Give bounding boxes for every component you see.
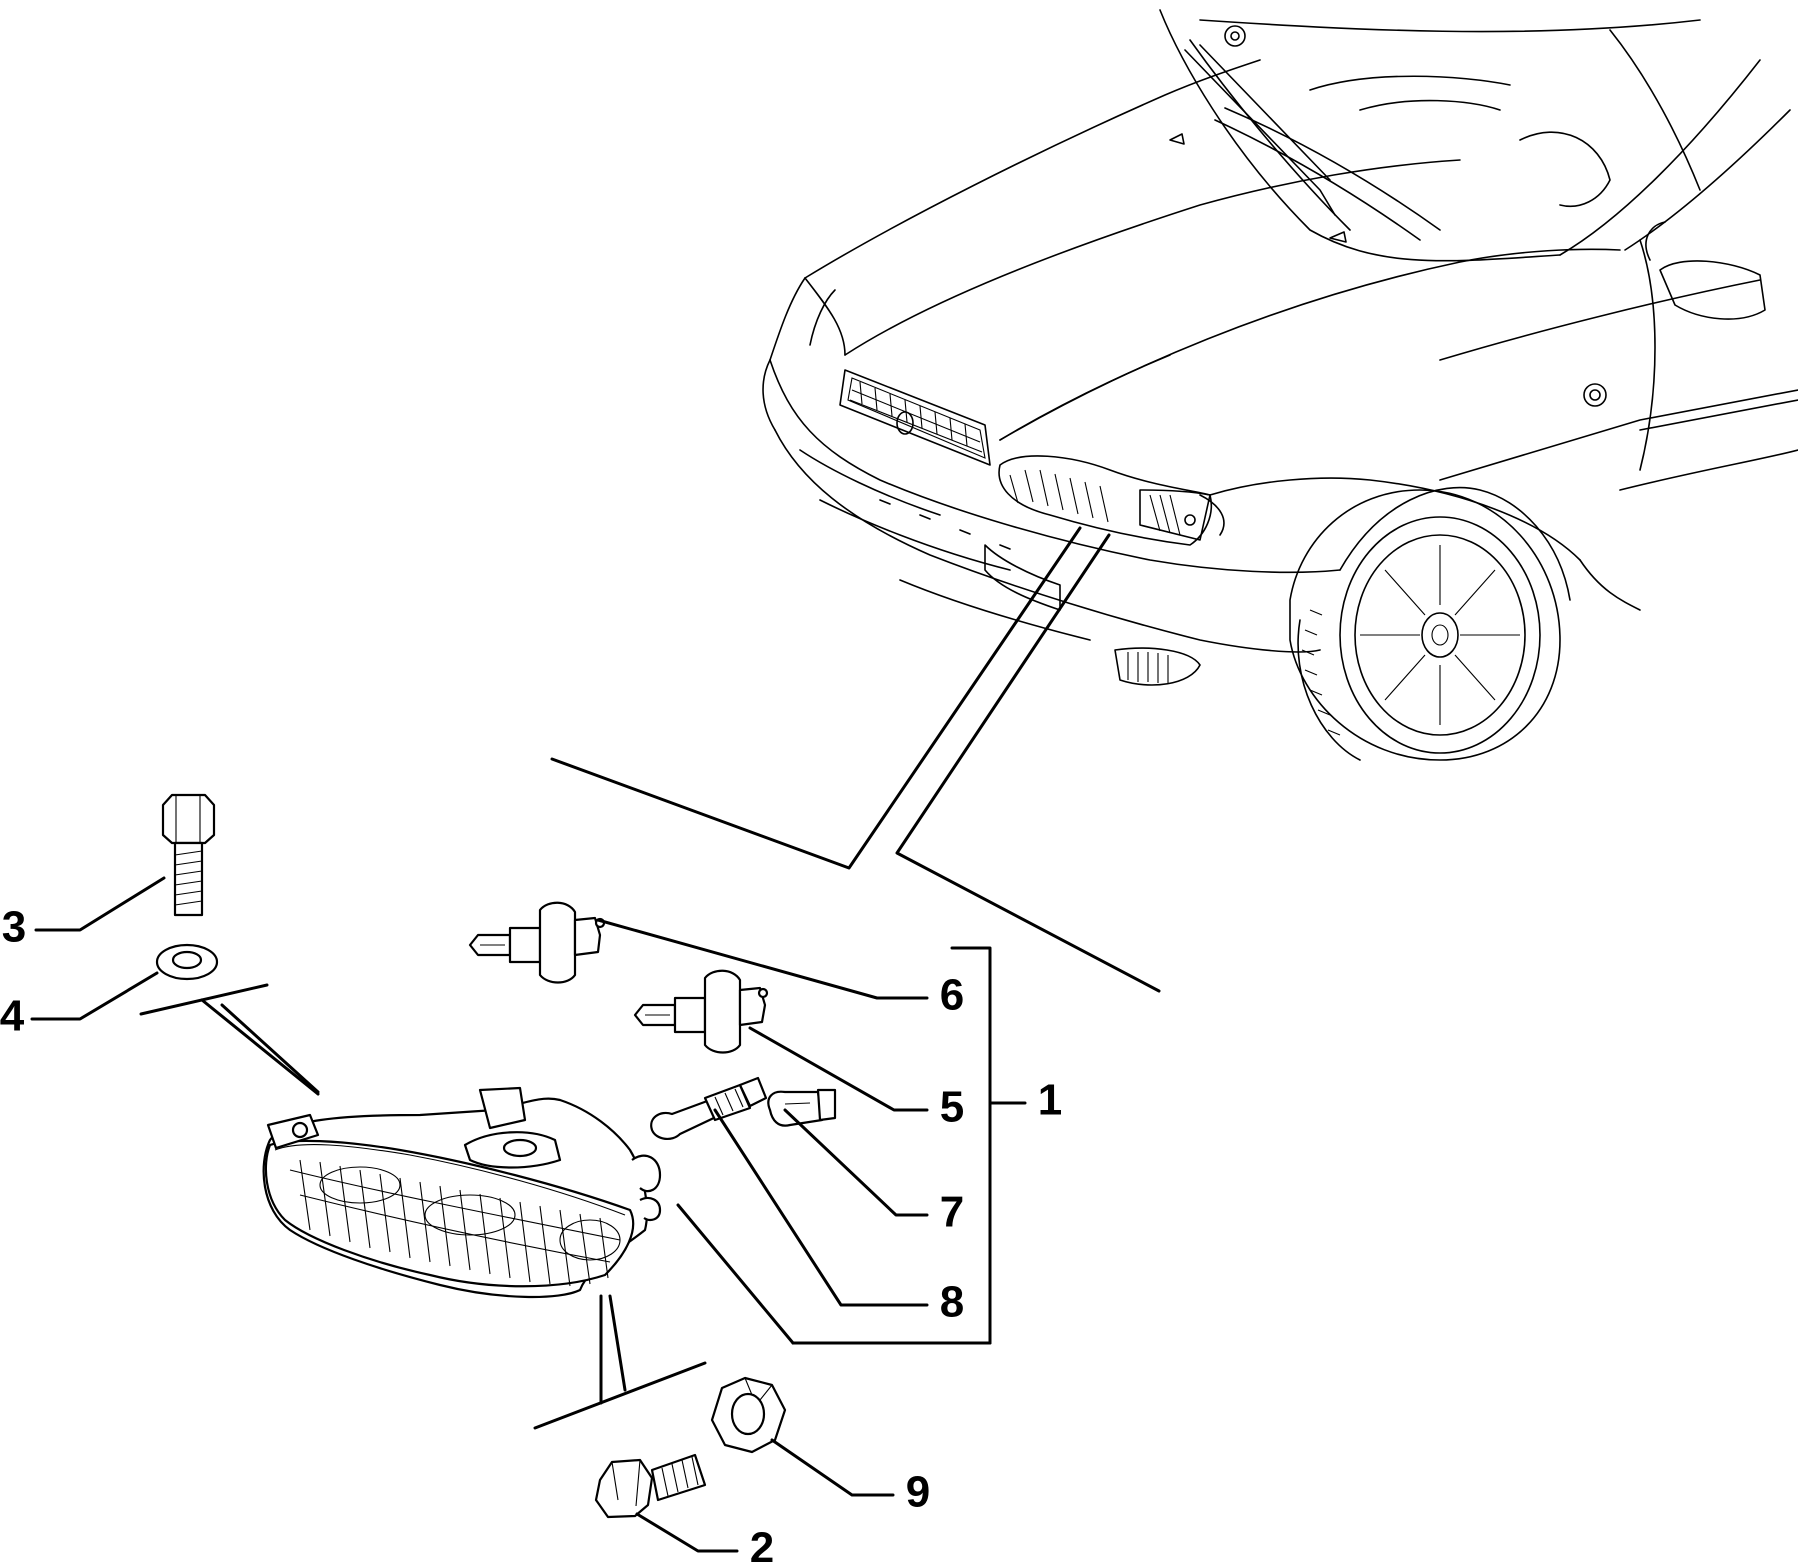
bulb-part-7 bbox=[767, 1088, 837, 1127]
callout-3: 3 bbox=[2, 903, 26, 952]
callout-8: 8 bbox=[940, 1278, 964, 1327]
car-front-illustration bbox=[762, 9, 1798, 761]
bolt-part-3 bbox=[161, 793, 216, 917]
callout-5: 5 bbox=[940, 1083, 964, 1132]
callout-labels: 3 4 6 5 1 7 8 9 2 bbox=[0, 903, 1062, 1562]
callout-2: 2 bbox=[750, 1524, 774, 1562]
callout-6: 6 bbox=[940, 971, 964, 1020]
washer-part-4 bbox=[155, 943, 219, 981]
callout-7: 7 bbox=[940, 1188, 964, 1237]
nut-part-9 bbox=[710, 1376, 787, 1454]
bulb-part-6 bbox=[468, 901, 606, 984]
bulb-part-8 bbox=[650, 1076, 768, 1140]
callout-4: 4 bbox=[0, 992, 25, 1041]
callout-9: 9 bbox=[906, 1468, 930, 1517]
bulb-part-5 bbox=[633, 969, 769, 1054]
assembly-leader-lines bbox=[550, 526, 1161, 993]
callout-leaders bbox=[30, 876, 1027, 1553]
bolt-part-2 bbox=[594, 1453, 707, 1519]
callout-1: 1 bbox=[1038, 1076, 1062, 1125]
headlamp-unit bbox=[262, 1086, 662, 1299]
